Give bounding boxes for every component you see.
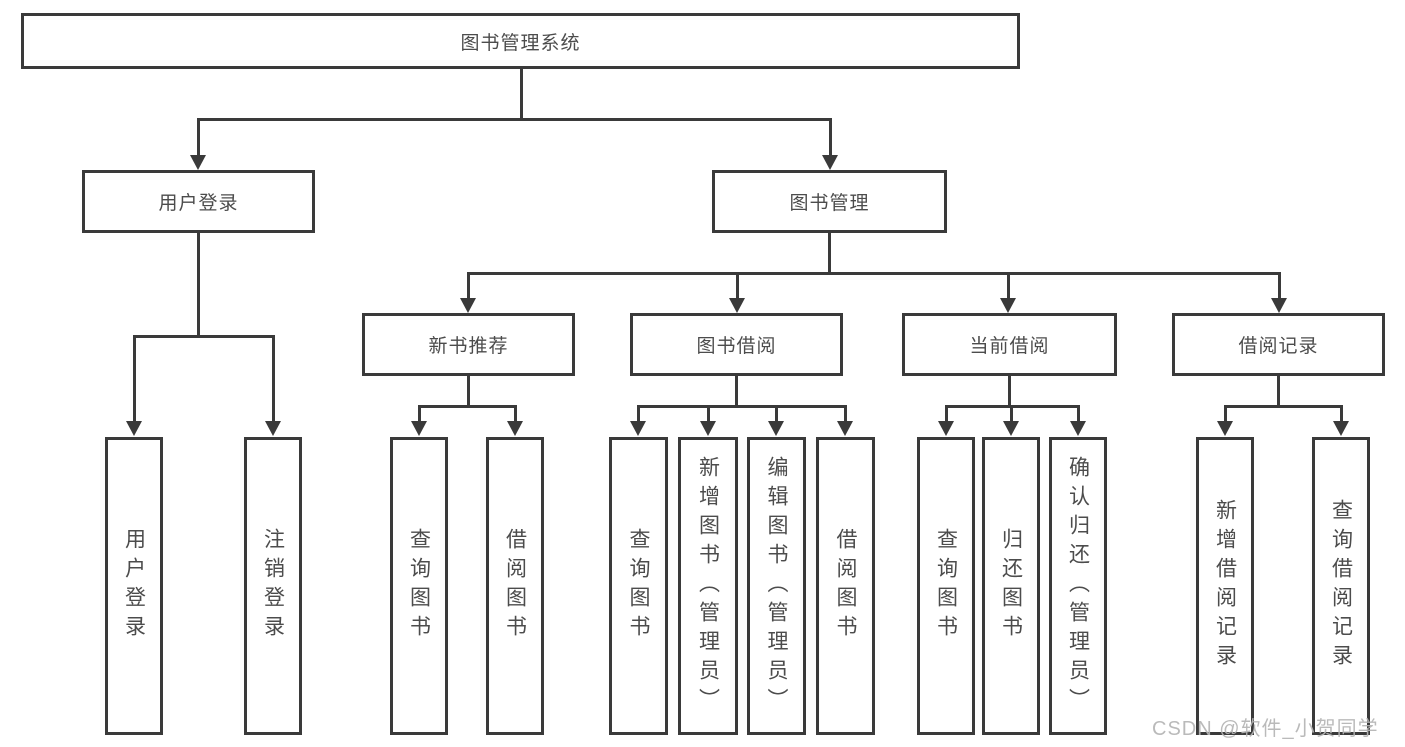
leaf-edit-book-admin: 编辑图书（管理员） [747,437,806,735]
connector-login-crossbar [133,335,275,338]
leaf-label: 借阅图书 [503,528,527,644]
node-borrow-records: 借阅记录 [1172,313,1385,376]
arrowhead-down-icon [1333,421,1349,436]
connector-drop-line [1010,405,1013,421]
leaf-label: 归还图书 [999,528,1023,644]
arrowhead-down-icon [630,421,646,436]
connector-drop-line [829,118,832,155]
connector-drop-line [1340,405,1343,421]
connector-drop-line [1224,405,1227,421]
leaf-label: 用户登录 [122,528,146,644]
connector-root-stem [520,69,523,118]
connector-drop-line [945,405,948,421]
node-book-management-label: 图书管理 [789,193,870,214]
arrowhead-down-icon [837,421,853,436]
connector-drop-line [775,405,778,421]
connector-borrow-crossbar [637,405,847,408]
connector-drop-line [844,405,847,421]
leaf-confirm-return-admin: 确认归还（管理员） [1049,437,1107,735]
leaf-logout: 注销登录 [244,437,302,735]
leaf-add-book-admin: 新增图书（管理员） [678,437,738,735]
arrowhead-down-icon [190,155,206,170]
arrowhead-down-icon [265,421,281,436]
leaf-query-books-borrow: 查询图书 [609,437,668,735]
node-borrow-records-label: 借阅记录 [1238,336,1319,357]
connector-login-stem [197,233,200,335]
csdn-watermark: CSDN @软件_小贺同学 [1152,718,1379,740]
leaf-label: 注销登录 [261,528,285,644]
arrowhead-down-icon [938,421,954,436]
arrowhead-down-icon [507,421,523,436]
node-root-label: 图书管理系统 [460,32,581,54]
connector-records-crossbar [1224,405,1343,408]
leaf-query-books-current: 查询图书 [917,437,975,735]
leaf-borrow-books-recommend: 借阅图书 [486,437,544,735]
arrowhead-down-icon [460,298,476,313]
leaf-return-books: 归还图书 [982,437,1040,735]
node-book-borrow: 图书借阅 [630,313,843,376]
connector-drop-line [272,335,275,421]
connector-root-crossbar [197,118,832,121]
node-root: 图书管理系统 [21,13,1020,69]
connector-current-stem [1008,376,1011,405]
connector-management-crossbar [467,272,1281,275]
leaf-borrow-books: 借阅图书 [816,437,875,735]
arrowhead-down-icon [768,421,784,436]
arrowhead-down-icon [700,421,716,436]
arrowhead-down-icon [1070,421,1086,436]
node-current-borrow-label: 当前借阅 [969,336,1050,357]
connector-drop-line [467,272,470,298]
leaf-user-login: 用户登录 [105,437,163,735]
leaf-label: 查询图书 [934,528,958,644]
leaf-label: 新增借阅记录 [1213,499,1237,673]
leaf-label: 新增图书（管理员） [696,455,720,717]
connector-drop-line [514,405,517,421]
node-user-login-label: 用户登录 [158,193,239,214]
connector-drop-line [197,118,200,155]
connector-drop-line [418,405,421,421]
connector-recommend-crossbar [418,405,517,408]
leaf-label: 查询图书 [407,528,431,644]
node-book-management: 图书管理 [712,170,947,233]
arrowhead-down-icon [822,155,838,170]
leaf-label: 借阅图书 [834,528,857,644]
arrowhead-down-icon [1000,298,1016,313]
connector-management-stem [828,233,831,272]
arrowhead-down-icon [1271,298,1287,313]
leaf-query-books-recommend: 查询图书 [390,437,448,735]
node-current-borrow: 当前借阅 [902,313,1117,376]
connector-drop-line [736,272,739,298]
node-new-book-recommend-label: 新书推荐 [428,336,509,357]
leaf-add-borrow-record: 新增借阅记录 [1196,437,1254,735]
arrowhead-down-icon [729,298,745,313]
arrowhead-down-icon [1003,421,1019,436]
leaf-label: 查询图书 [627,528,650,644]
connector-borrow-stem [735,376,738,405]
connector-drop-line [133,335,136,421]
connector-drop-line [707,405,710,421]
node-new-book-recommend: 新书推荐 [362,313,575,376]
connector-drop-line [1278,272,1281,298]
node-book-borrow-label: 图书借阅 [696,336,777,357]
arrowhead-down-icon [411,421,427,436]
leaf-label: 编辑图书（管理员） [765,455,788,717]
node-user-login: 用户登录 [82,170,315,233]
arrowhead-down-icon [1217,421,1233,436]
leaf-query-borrow-record: 查询借阅记录 [1312,437,1370,735]
connector-drop-line [637,405,640,421]
leaf-label: 确认归还（管理员） [1066,455,1090,717]
connector-records-stem [1277,376,1280,405]
connector-drop-line [1007,272,1010,298]
arrowhead-down-icon [126,421,142,436]
connector-recommend-stem [467,376,470,405]
connector-drop-line [1077,405,1080,421]
leaf-label: 查询借阅记录 [1329,499,1353,673]
